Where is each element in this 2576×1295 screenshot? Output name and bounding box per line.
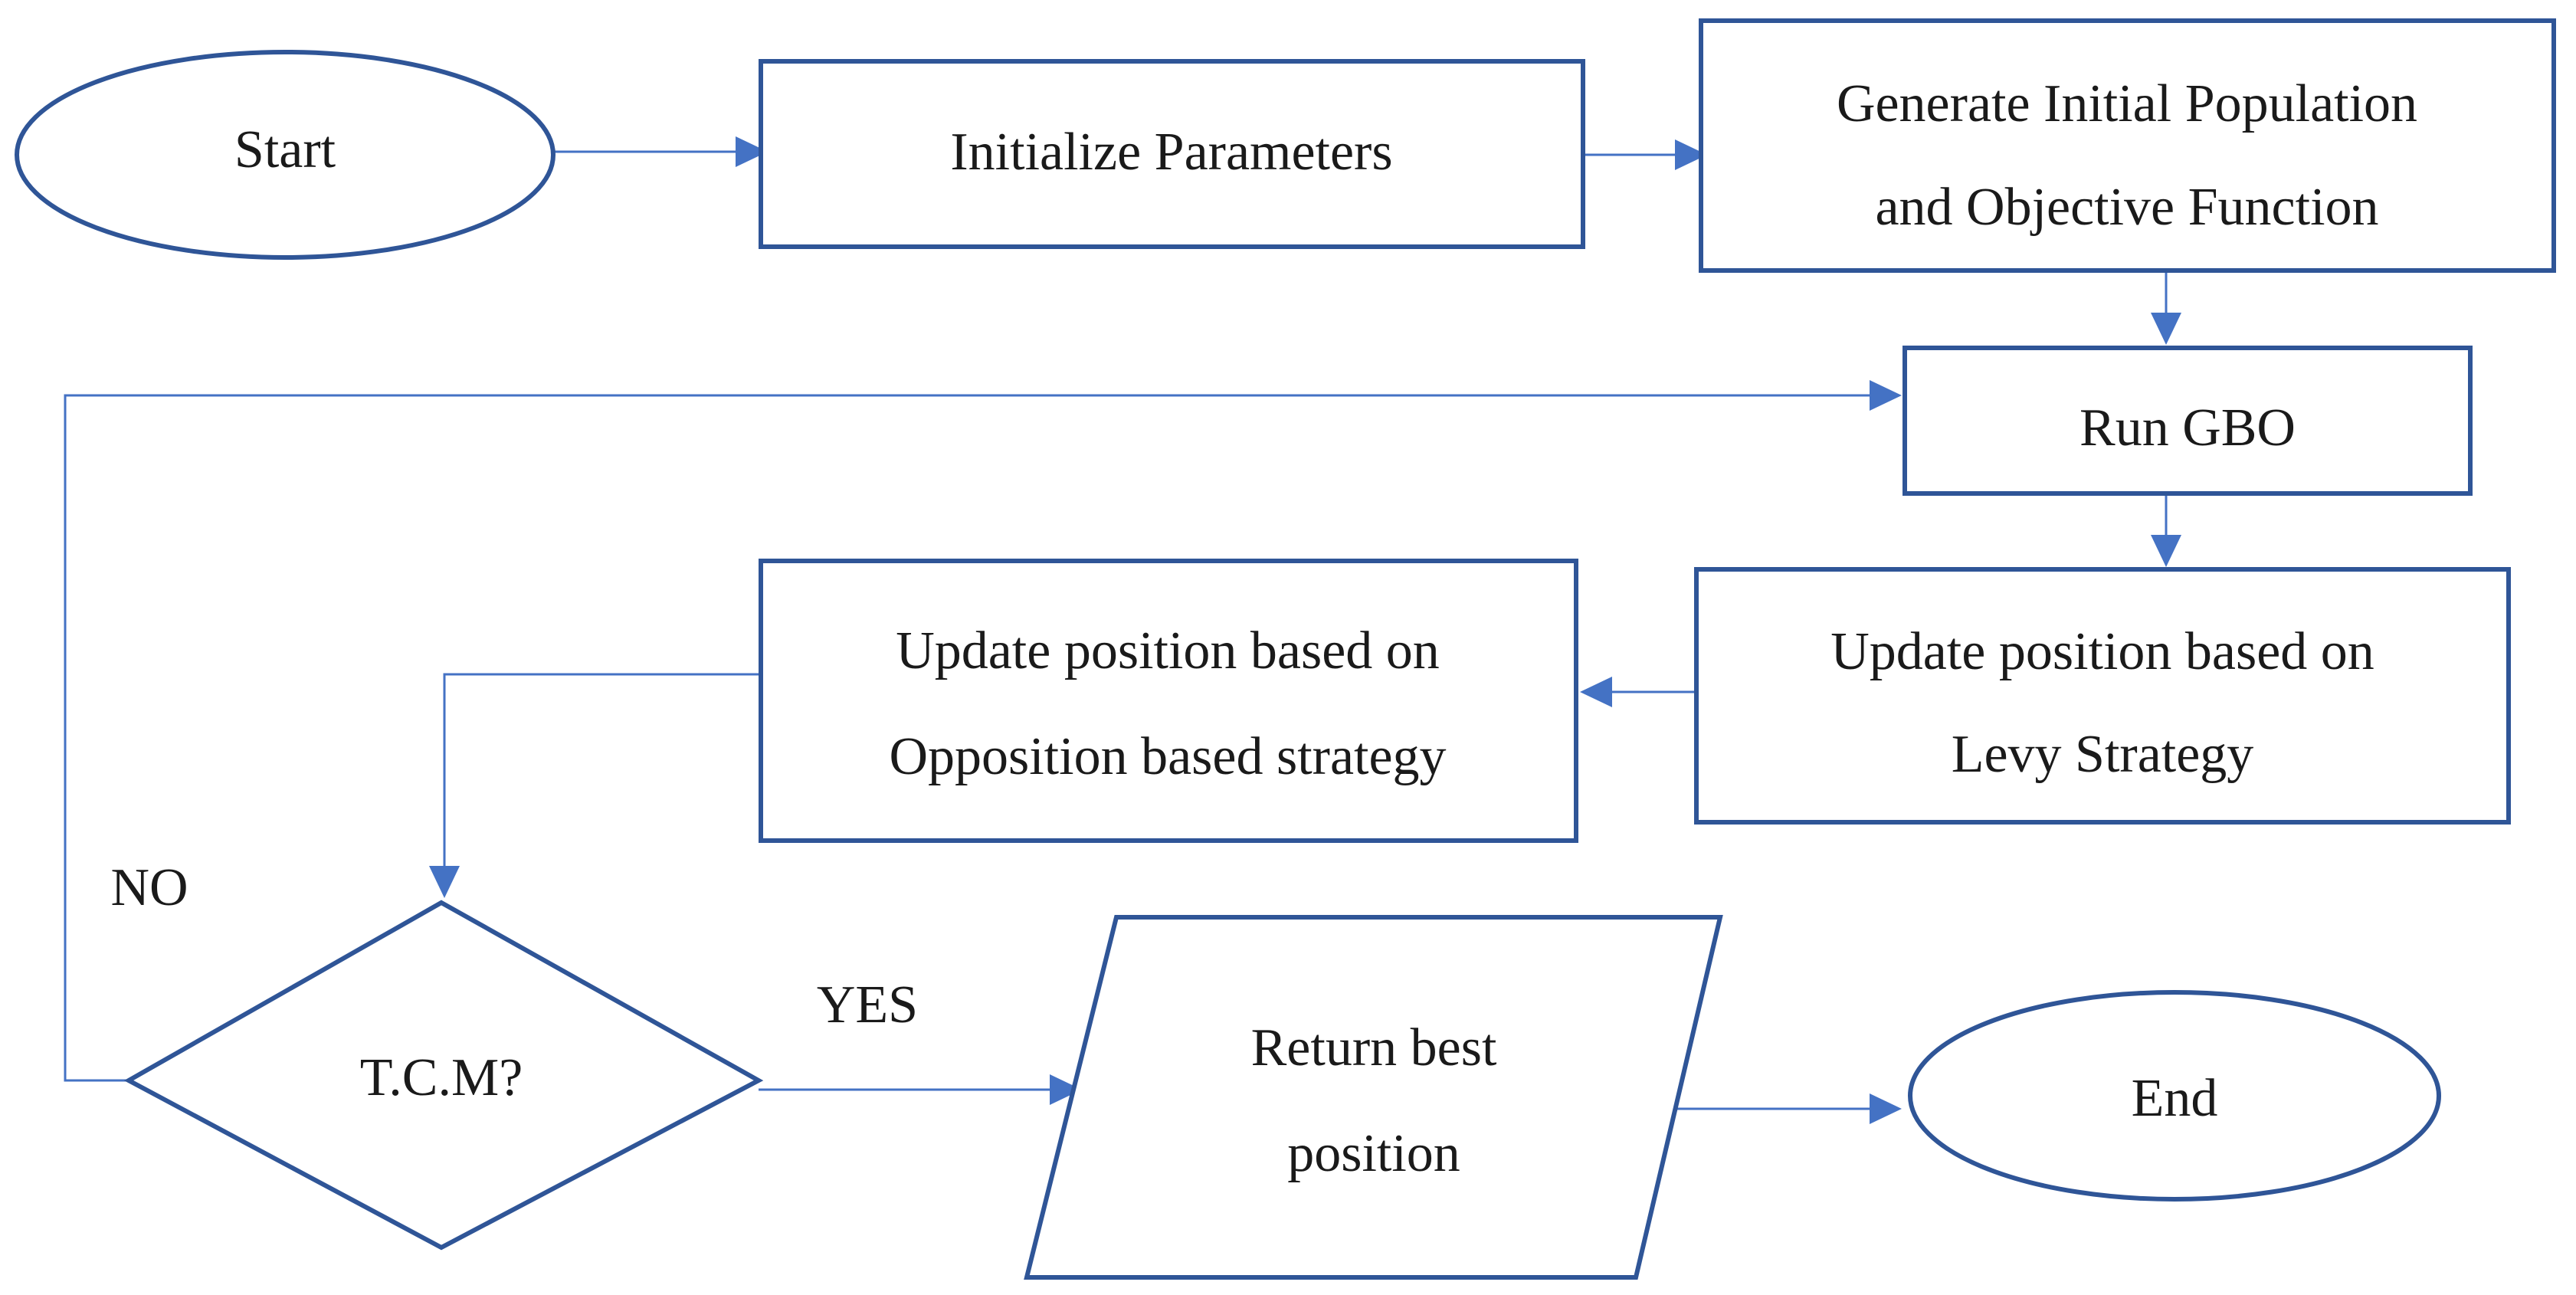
edge-rungbo-to-levy bbox=[2151, 494, 2181, 567]
initialize-parameters-node: Initialize Parameters bbox=[759, 59, 1585, 249]
edge-return-to-end bbox=[1674, 1093, 1902, 1124]
yes-label: YES bbox=[817, 975, 918, 1034]
edge-tcm-to-rungbo-no bbox=[64, 380, 1902, 1082]
levy-update-label-line2: Levy Strategy bbox=[1952, 725, 2254, 784]
start-node: Start bbox=[15, 50, 556, 260]
run-gbo-node: Run GBO bbox=[1903, 346, 2473, 496]
run-gbo-label: Run GBO bbox=[2079, 398, 2296, 457]
edge-start-to-init bbox=[555, 136, 768, 167]
return-best-node: Return best position bbox=[1024, 915, 1723, 1280]
start-label: Start bbox=[234, 120, 336, 179]
tcm-decision-node: T.C.M? bbox=[123, 900, 764, 1251]
opposition-update-label-line2: Opposition based strategy bbox=[889, 727, 1446, 786]
edge-tcm-to-return-yes bbox=[759, 1074, 1082, 1105]
generate-population-label-line2: and Objective Function bbox=[1875, 178, 2378, 237]
edge-levy-to-opposition bbox=[1580, 677, 1699, 707]
edge-init-to-generate bbox=[1583, 139, 1707, 170]
edge-opposition-to-tcm bbox=[429, 673, 774, 898]
return-best-label-line1: Return best bbox=[1251, 1018, 1497, 1077]
connectors bbox=[64, 136, 2181, 1124]
tcm-decision-label: T.C.M? bbox=[360, 1048, 523, 1107]
generate-population-label-line1: Generate Initial Population bbox=[1837, 74, 2417, 133]
levy-update-node: Update position based on Levy Strategy bbox=[1694, 567, 2511, 825]
opposition-update-label-line1: Update position based on bbox=[896, 621, 1440, 680]
opposition-update-node: Update position based on Opposition base… bbox=[759, 559, 1578, 843]
levy-update-label-line1: Update position based on bbox=[1830, 622, 2374, 681]
end-node: End bbox=[1908, 990, 2441, 1202]
end-label: End bbox=[2132, 1069, 2218, 1128]
no-label: NO bbox=[110, 858, 188, 917]
edge-generate-to-rungbo bbox=[2151, 272, 2181, 345]
return-best-label-line2: position bbox=[1287, 1124, 1460, 1183]
initialize-parameters-label: Initialize Parameters bbox=[950, 123, 1392, 182]
generate-population-node: Generate Initial Population and Objectiv… bbox=[1699, 18, 2556, 273]
